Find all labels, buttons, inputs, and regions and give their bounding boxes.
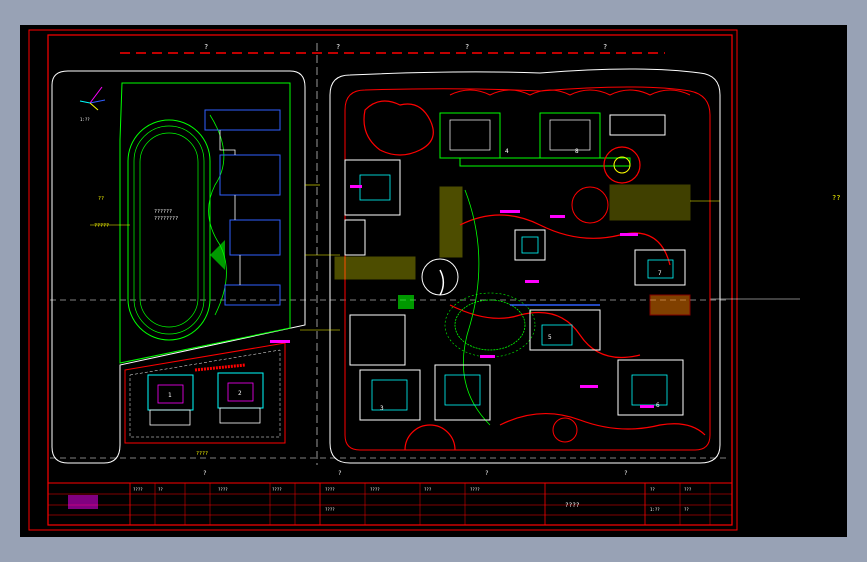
drawing-border-outer [28, 29, 738, 531]
building-label-6: 6 [656, 402, 660, 409]
tb-sheet: ?? [684, 507, 689, 512]
building-left-a [147, 374, 194, 426]
garden-path-1 [459, 214, 671, 266]
plaza-circle [603, 146, 641, 184]
bottom-dimension: ???? [196, 451, 208, 457]
building-center-1 [514, 229, 546, 261]
building-east-5 [529, 309, 601, 351]
building-east-7 [634, 249, 686, 286]
building-south-west [349, 314, 406, 366]
cad-viewport[interactable]: ? ? ? ? ?? ?????? ???????? ?? ????? 1:?? [20, 25, 847, 537]
yellow-dimension-ticks [300, 184, 720, 331]
paving-north [439, 186, 463, 258]
left-dimension-2: ????? [94, 223, 109, 229]
running-track-mid [133, 125, 205, 335]
central-ring [421, 258, 459, 296]
central-plaza [439, 269, 445, 296]
bottom-label-1: ? [203, 470, 207, 477]
north-label: 1:?? [80, 117, 90, 122]
tb-col7: ??? [424, 487, 432, 492]
title-block-logo [68, 495, 98, 509]
bottom-label-4: ? [624, 470, 628, 477]
building-label-7: 7 [658, 270, 662, 277]
residential-zone-left-dashed [129, 349, 281, 438]
building-north-1 [439, 112, 501, 159]
garden-pond [454, 299, 526, 351]
bottom-label-3: ? [485, 470, 489, 477]
plaza-inner [613, 156, 631, 174]
school-building-3 [229, 219, 281, 256]
south-garden-path [499, 413, 706, 436]
top-label-2: ? [336, 43, 340, 51]
right-label: ?? [832, 194, 840, 202]
green-road [462, 189, 491, 426]
left-parcel-boundary [51, 70, 306, 464]
building-label-1: 1 [168, 392, 172, 399]
school-green-edge [208, 114, 227, 316]
school-building-2 [219, 154, 281, 196]
building-west-2 [344, 219, 366, 256]
right-parcel-boundary [329, 68, 721, 464]
building-label-4: 4 [505, 148, 509, 155]
clubhouse [609, 114, 666, 136]
school-fan [210, 240, 225, 270]
lake-top-left [363, 100, 434, 156]
title-block [47, 482, 733, 526]
tb-col2: ?? [158, 487, 163, 492]
building-north-2 [539, 112, 601, 159]
school-wall [219, 130, 241, 285]
paving-south-east [649, 294, 691, 316]
running-track-outer [127, 119, 211, 341]
paving-east [609, 184, 691, 221]
tb-col4: ???? [272, 487, 282, 492]
tb-col9: ?? [650, 487, 655, 492]
drawing-border-inner [47, 34, 733, 526]
top-label-1: ? [204, 43, 208, 51]
running-track-inner [139, 132, 199, 328]
track-label: ?????? [154, 209, 172, 215]
building-south-4 [434, 364, 491, 421]
top-label-3: ? [465, 43, 469, 51]
building-label-8: 8 [575, 148, 579, 155]
south-east-circle [552, 417, 578, 443]
north-wall [459, 157, 631, 167]
red-hatch [194, 363, 246, 372]
garden-pond-2 [444, 292, 536, 358]
building-label-3: 3 [380, 405, 384, 412]
top-label-4: ? [603, 43, 607, 51]
tb-col8: ???? [470, 487, 480, 492]
tb-project: ???? [565, 502, 580, 509]
tb-scale: 1:?? [650, 507, 660, 512]
school-boundary [119, 82, 291, 364]
tb-col1: ???? [133, 487, 143, 492]
paving-west [334, 256, 416, 280]
bottom-label-2: ? [338, 470, 342, 477]
top-ornament [449, 89, 691, 96]
building-label-2: 2 [238, 390, 242, 397]
tb-col3: ???? [218, 487, 228, 492]
tb-drawing-title: ???? [325, 507, 335, 512]
school-building-1 [204, 109, 281, 131]
right-site-boundary [344, 86, 711, 451]
building-south-3 [359, 369, 421, 421]
building-label-5: 5 [548, 334, 552, 341]
garden-path-2 [449, 304, 641, 359]
cad-drawing[interactable]: ? ? ? ? ?? ?????? ???????? ?? ????? 1:?? [20, 25, 847, 537]
green-marker [398, 295, 414, 309]
left-dimension: ?? [98, 196, 104, 202]
plaza-circle-2 [571, 186, 609, 224]
school-building-4 [224, 284, 281, 306]
building-left-b [217, 372, 264, 424]
north-arrow-icon [79, 86, 106, 111]
tb-col6: ???? [370, 487, 380, 492]
south-fan [404, 424, 456, 451]
residential-zone-left [124, 342, 286, 444]
tb-col5: ???? [325, 487, 335, 492]
tb-col10: ??? [684, 487, 692, 492]
track-sublabel: ???????? [154, 216, 178, 222]
magenta-annotations [270, 185, 654, 408]
